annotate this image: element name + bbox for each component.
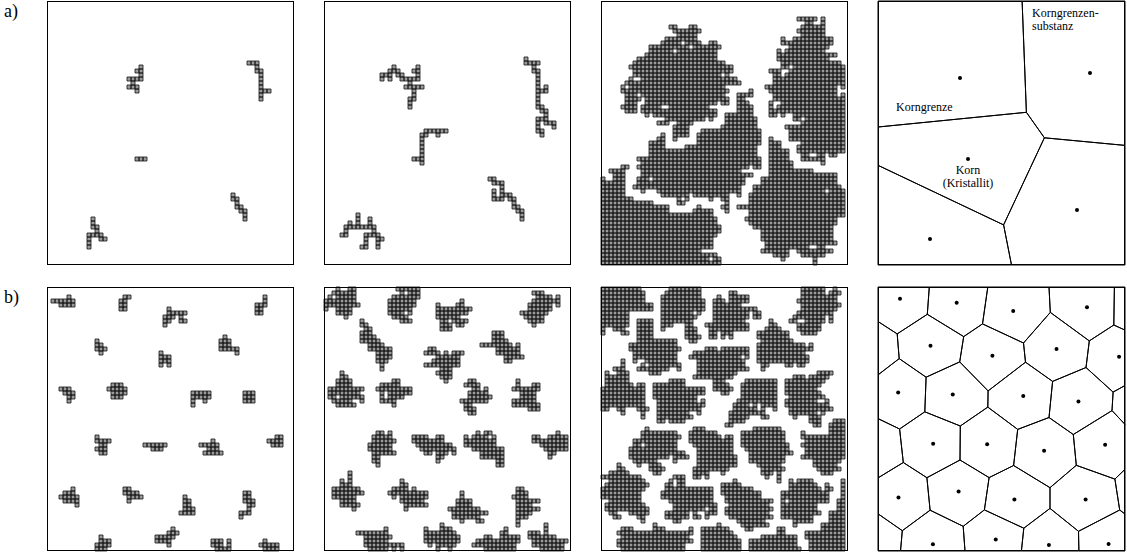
nucleus-dot	[994, 538, 998, 542]
grain-boundary	[927, 287, 988, 337]
nucleus-dot	[929, 344, 933, 348]
grain-boundary	[878, 463, 930, 531]
grain-boundary	[963, 510, 1024, 551]
nucleus-dot	[957, 489, 961, 493]
nucleus-dot	[1084, 497, 1088, 501]
nucleus-dot	[955, 301, 959, 305]
nucleus-dot	[1088, 71, 1092, 75]
grain-boundary	[900, 412, 961, 478]
nucleus-dot	[985, 442, 989, 446]
nucleus-dot	[1021, 394, 1025, 398]
grain-boundary	[960, 324, 1026, 391]
nucleus-dot	[1012, 497, 1016, 501]
grain-boundary	[1114, 287, 1125, 330]
nucleus-dot	[1076, 399, 1080, 403]
panel-frame	[602, 2, 848, 265]
grain-boundary	[1086, 325, 1125, 392]
grain-boundary	[897, 314, 964, 377]
nucleus-dot	[1075, 208, 1079, 212]
grain-boundary	[1014, 418, 1077, 488]
grain-boundary	[960, 407, 1018, 478]
grain-boundary	[1050, 465, 1120, 531]
crystal-cells	[324, 287, 568, 551]
grain-boundary	[878, 514, 902, 551]
grain-boundary	[878, 1, 1026, 127]
grain-boundary	[1079, 510, 1126, 551]
grain-boundary	[1073, 411, 1125, 480]
panel-frame	[48, 288, 294, 551]
grain-boundary	[1049, 287, 1114, 341]
nucleus-dot	[1107, 542, 1111, 546]
crystal-cells	[601, 287, 845, 551]
nucleus-dot	[1042, 449, 1046, 453]
boundary-substance-label: Korngrenzen- substanz	[1030, 7, 1101, 33]
row-label: b)	[4, 288, 19, 308]
grain-boundary	[983, 287, 1051, 343]
grain-boundary	[1115, 469, 1125, 514]
grain-boundary	[1112, 386, 1125, 425]
crystal-cells	[601, 17, 845, 265]
nucleus-dot	[931, 442, 935, 446]
nucleus-dot	[990, 354, 994, 358]
nucleus-dot	[951, 393, 955, 397]
nucleus-dot	[928, 237, 932, 241]
panel-frame	[325, 288, 571, 551]
grain-label: Korn (Kristallit)	[941, 164, 996, 190]
nucleus-dot	[898, 297, 902, 301]
crystal-cells	[340, 57, 556, 249]
row-label: a)	[4, 2, 18, 22]
grain-boundary	[1024, 312, 1090, 381]
nucleus-dot	[1103, 443, 1107, 447]
grain-boundary	[1021, 508, 1079, 551]
grain-boundary	[925, 362, 988, 426]
nucleus-dot	[896, 390, 900, 394]
panel-frame	[325, 2, 571, 265]
nucleus-dot	[931, 542, 935, 546]
nucleus-dot	[1117, 355, 1121, 359]
nucleus-dot	[1055, 347, 1059, 351]
nucleus-dot	[896, 495, 900, 499]
nucleus-dot	[958, 76, 962, 80]
panel-frame	[602, 288, 848, 551]
nucleus-dot	[1085, 305, 1089, 309]
grain-boundary	[1022, 1, 1125, 145]
grain-boundary	[901, 510, 966, 551]
nucleus-dot	[1011, 309, 1015, 313]
panel-frame	[48, 2, 294, 265]
panel-frame	[879, 2, 1125, 265]
grain-boundary	[1004, 138, 1125, 265]
grain-boundary	[927, 460, 989, 526]
nucleus-dot	[1047, 543, 1051, 547]
grain-boundary	[984, 466, 1050, 529]
grain-boundary	[878, 359, 926, 429]
panel-frame	[879, 288, 1125, 551]
grain-boundary-label: Korngrenze	[894, 101, 955, 114]
crystal-cells	[87, 61, 271, 249]
nucleus-dot	[966, 157, 970, 161]
crystal-cells	[51, 295, 283, 551]
grain-boundary	[878, 112, 1044, 225]
grain-boundary	[878, 419, 903, 478]
